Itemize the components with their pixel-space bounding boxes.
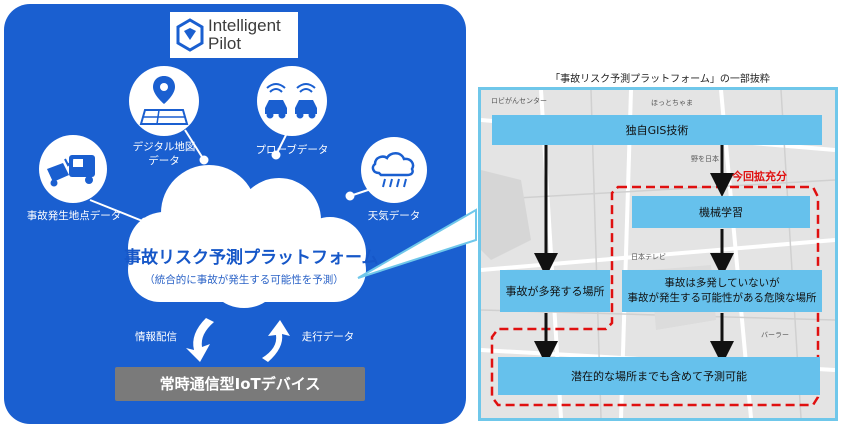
car-crash-icon <box>47 155 95 187</box>
accident-data-circle <box>39 135 107 203</box>
iot-device-bar: 常時通信型IoTデバイス <box>115 367 365 401</box>
digital-map-circle <box>129 66 199 136</box>
callout-connector <box>357 208 477 279</box>
weather-data-circle <box>361 137 427 203</box>
extension-highlight <box>490 185 820 407</box>
intelligent-pilot-logo: Intelligent Pilot <box>170 12 298 58</box>
probe-data-label: プローブデータ <box>255 144 329 156</box>
logo-mark-icon <box>176 18 204 52</box>
connected-cars-icon <box>265 83 317 119</box>
driving-data-label: 走行データ <box>301 331 355 343</box>
logo-line-1: Intelligent <box>208 16 281 35</box>
digital-map-label: デジタル地図 データ <box>132 141 196 167</box>
gis-technology-box: 独自GIS技術 <box>492 115 822 145</box>
up-arrow-icon <box>262 320 290 362</box>
frequent-accident-box: 事故が多発する場所 <box>500 270 610 312</box>
logo-line-2: Pilot <box>208 34 242 53</box>
accident-data-label: 事故発生地点データ <box>26 210 122 222</box>
down-arrow-icon <box>186 318 214 362</box>
platform-title: 事故リスク予測プラットフォーム <box>124 248 379 268</box>
rain-cloud-icon <box>371 152 415 188</box>
info-distribution-label: 情報配信 <box>135 331 177 343</box>
dangerous-place-box: 事故は多発していないが 事故が発生する可能性がある危険な場所 <box>622 270 822 312</box>
prediction-result-box: 潜在的な場所までも含めて予測可能 <box>498 357 820 395</box>
map-pin-icon <box>139 76 189 125</box>
machine-learning-box: 機械学習 <box>632 196 810 228</box>
platform-subtitle: （統合的に事故が発生する可能性を予測） <box>144 274 344 286</box>
extension-label: 今回拡充分 <box>732 170 787 183</box>
platform-cloud-shape <box>128 165 366 308</box>
weather-data-label: 天気データ <box>367 210 421 222</box>
excerpt-heading: 「事故リスク予測プラットフォーム」の一部抜粋 <box>550 74 770 85</box>
flow-arrows <box>534 145 734 365</box>
probe-data-circle <box>257 66 327 136</box>
